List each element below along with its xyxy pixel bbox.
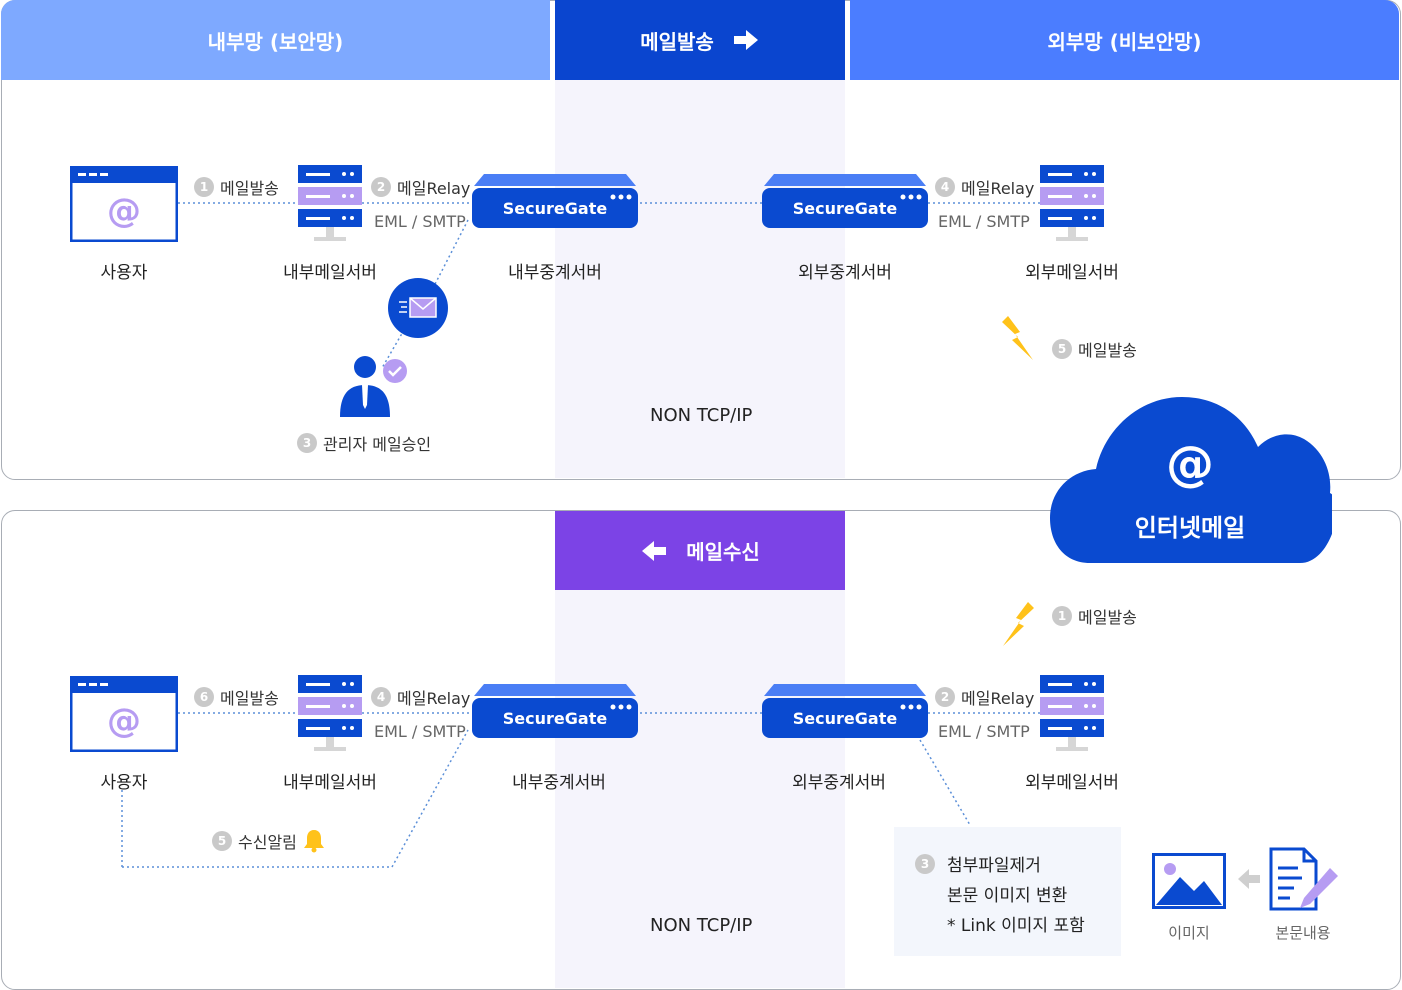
bottom-step4-protocol: EML / SMTP: [374, 722, 466, 741]
internal-network-title: 내부망 (보안망): [207, 29, 344, 54]
external-mail-server-icon: [1040, 675, 1104, 751]
step-text: 메일발송: [220, 179, 279, 198]
external-relay-gate: SecureGate: [762, 172, 928, 232]
step-number-badge: 3: [915, 854, 935, 874]
note-line-3: * Link 이미지 포함: [947, 916, 1085, 936]
lightning-icon: [1002, 316, 1033, 360]
cloud-at-symbol: @: [1166, 436, 1214, 492]
bell-icon: [303, 830, 324, 853]
step-text: 메일발송: [1078, 341, 1137, 360]
external-mail-server-label: 외부메일서버: [1025, 263, 1119, 283]
securegate-label: SecureGate: [502, 199, 608, 218]
external-relay-server-label: 외부중계서버: [798, 263, 892, 283]
image-label: 이미지: [1168, 924, 1210, 942]
securegate-device-icon: [762, 174, 928, 228]
svg-text:@: @: [107, 191, 141, 231]
securegate-label: SecureGate: [502, 709, 608, 728]
attachment-removal-note: [894, 827, 1121, 956]
step-text: 메일Relay: [397, 689, 471, 708]
internet-mail-cloud: [1050, 397, 1332, 563]
internal-mail-server-label: 내부메일서버: [283, 773, 377, 793]
image-icon: [1152, 853, 1226, 909]
lightning-icon: [1003, 602, 1034, 646]
bottom-step6-send: 6 메일발송: [194, 685, 279, 709]
user-browser-icon: @: [70, 676, 178, 752]
step-number: 4: [935, 177, 955, 197]
svg-text:@: @: [107, 701, 141, 741]
internal-network-header: 내부망 (보안망): [1, 0, 550, 80]
step-number: 5: [1052, 339, 1072, 359]
arrow-right-icon: [733, 30, 758, 50]
step-number: 5: [212, 831, 232, 851]
step1-send: 1 메일발송: [194, 175, 279, 199]
external-relay-server-label: 외부중계서버: [792, 773, 886, 793]
document-edit-icon: [1269, 847, 1338, 911]
non-tcp-band-top: [555, 80, 845, 478]
step-text: 수신알림: [238, 833, 297, 852]
step2-protocol: EML / SMTP: [374, 212, 466, 231]
step-text: 메일발송: [1078, 608, 1137, 627]
internal-relay-server-label: 내부중계서버: [508, 263, 602, 283]
non-tcp-band-bottom: [555, 590, 845, 988]
step4-protocol: EML / SMTP: [938, 212, 1030, 231]
securegate-device-icon: [472, 684, 638, 738]
mail-receive-title: 메일수신: [686, 540, 760, 564]
internal-mail-server-label: 내부메일서버: [283, 263, 377, 283]
internal-relay-gate: SecureGate: [472, 682, 638, 742]
bottom-step4-relay: 4 메일Relay: [371, 685, 470, 709]
note-line-1: 첨부파일제거: [947, 856, 1041, 876]
securegate-label: SecureGate: [792, 199, 898, 218]
step-number: 4: [371, 687, 391, 707]
step-number: 2: [371, 177, 391, 197]
step3-admin-approval: 3 관리자 메일승인: [297, 431, 431, 455]
arrow-left-icon: [642, 540, 667, 561]
arrow-left-gray-icon: [1238, 869, 1260, 889]
bottom-step2-protocol: EML / SMTP: [938, 722, 1030, 741]
step-number: 1: [1052, 606, 1072, 626]
cloud-label: 인터넷메일: [1134, 514, 1246, 542]
mail-envelope-icon: [388, 278, 448, 338]
step5-send: 5 메일발송: [1052, 337, 1137, 361]
external-relay-gate: SecureGate: [762, 682, 928, 742]
step-number: 6: [194, 687, 214, 707]
step-number: 3: [297, 433, 317, 453]
internal-relay-server-label: 내부중계서버: [512, 773, 606, 793]
securegate-label: SecureGate: [792, 709, 898, 728]
internal-mail-server-icon: [298, 675, 362, 751]
note-line-2: 본문 이미지 변환: [947, 886, 1068, 906]
non-tcp-label-bottom: NON TCP/IP: [650, 915, 753, 936]
body-content-label: 본문내용: [1275, 924, 1331, 942]
external-network-title: 외부망 (비보안망): [1047, 29, 1202, 54]
user-label: 사용자: [100, 263, 148, 283]
step-number: 3: [915, 853, 941, 874]
step2-relay: 2 메일Relay: [371, 175, 470, 199]
non-tcp-label-top: NON TCP/IP: [650, 405, 753, 426]
mail-send-title: 메일발송: [640, 29, 714, 54]
securegate-device-icon: [472, 174, 638, 228]
external-network-header: 외부망 (비보안망): [850, 0, 1399, 80]
step-number: 2: [935, 687, 955, 707]
bottom-step2-relay: 2 메일Relay: [935, 685, 1034, 709]
user-label: 사용자: [100, 773, 148, 793]
step-text: 메일발송: [220, 689, 279, 708]
user-browser-icon: @: [70, 166, 178, 242]
admin-approval-icon: [340, 356, 407, 417]
step-text: 메일Relay: [961, 179, 1035, 198]
mail-receive-header: 메일수신: [555, 511, 845, 590]
bottom-step1-send: 1 메일발송: [1052, 604, 1137, 628]
connection-lines-top: [178, 202, 1040, 369]
securegate-device-icon: [762, 684, 928, 738]
step-text: 메일Relay: [961, 689, 1035, 708]
step4-relay: 4 메일Relay: [935, 175, 1034, 199]
bottom-step5-receive-alert: 5 수신알림: [212, 829, 325, 853]
internal-relay-gate: SecureGate: [472, 172, 638, 232]
external-mail-server-icon: [1040, 165, 1104, 241]
internal-mail-server-icon: [298, 165, 362, 241]
step-text: 메일Relay: [397, 179, 471, 198]
step-number: 1: [194, 177, 214, 197]
mail-send-header: 메일발송: [555, 0, 845, 80]
external-mail-server-label: 외부메일서버: [1025, 773, 1119, 793]
step-text: 관리자 메일승인: [323, 435, 432, 454]
